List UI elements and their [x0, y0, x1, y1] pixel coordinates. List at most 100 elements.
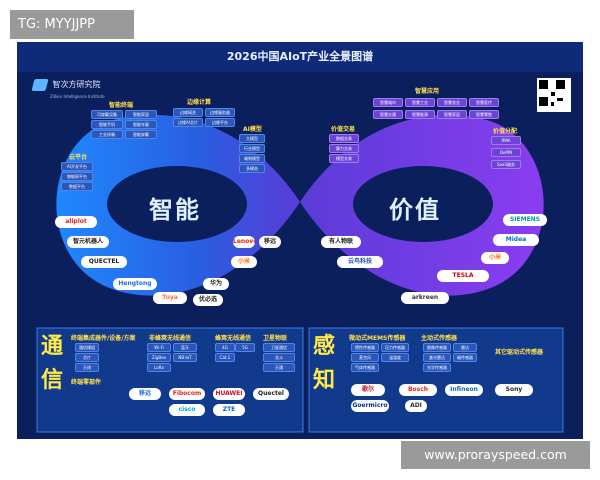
- chip: 通信模组: [75, 343, 99, 352]
- watermark-top: TG: MYYJJPP: [10, 10, 134, 39]
- chip: 智慧交通: [373, 110, 403, 119]
- brand-subtitle: Zillion Intelligence Institute: [50, 94, 105, 99]
- chip: 可穿戴设备: [91, 110, 123, 119]
- poster-title: 2026中国AIoT产业全景图谱: [226, 50, 374, 63]
- logo-badge: ADI: [405, 400, 427, 412]
- chip: 行业模型: [239, 144, 265, 153]
- chip: 智能车载: [125, 120, 157, 129]
- chip: RWA: [491, 136, 521, 145]
- qr-code-icon: [537, 78, 571, 112]
- chip: 芯片: [75, 353, 99, 362]
- chip: NB-IoT: [173, 353, 197, 362]
- chip: 麦克风: [351, 353, 379, 362]
- brand-logo: 智次方研究院 Zillion Intelligence Institute: [31, 78, 105, 99]
- sense-big-char-1: 感: [313, 334, 336, 359]
- chip: 4G: [215, 343, 235, 352]
- sense-big-char-2: 知: [313, 368, 336, 393]
- chip: 算力交易: [329, 144, 359, 153]
- logo-badge: Sony: [495, 384, 533, 396]
- chip: 5G: [235, 343, 255, 352]
- chip: 蓝牙: [173, 343, 197, 352]
- section-smart-apps: 智慧应用: [415, 88, 440, 95]
- chip: 智慧能源: [405, 110, 435, 119]
- section-other-sensor: 其它驱动式传感器: [495, 349, 544, 356]
- section-mems: 微动式MEMS传感器: [349, 335, 406, 342]
- logo-badge: TESLA: [437, 270, 489, 282]
- chip: 智慧工业: [405, 98, 435, 107]
- chip: 边缘网关: [173, 108, 203, 117]
- chip: 雷达: [453, 343, 477, 352]
- chip: 大模型: [239, 134, 265, 143]
- chip: 物联网平台: [61, 172, 93, 181]
- logo-badge: SIEMENS: [503, 214, 547, 226]
- logo-badge: Tuya: [153, 292, 187, 304]
- right-big-label: 价值: [389, 196, 441, 224]
- logo-badge: 小米: [481, 252, 509, 264]
- chip: 边缘平台: [205, 118, 235, 127]
- logo-badge: 优必选: [193, 294, 223, 306]
- logo-badge: Midea: [493, 234, 539, 246]
- section-value-trade: 价值交易: [331, 126, 356, 133]
- brand-mark-icon: [31, 78, 49, 91]
- chip: 端侧模型: [239, 154, 265, 163]
- chip: 智慧医疗: [469, 98, 499, 107]
- chip: Cat.1: [215, 353, 235, 362]
- chip: 工业终端: [91, 130, 123, 139]
- logo-badge: 智元机器人: [67, 236, 109, 248]
- chip: 天线: [75, 363, 99, 372]
- logo-badge: Quectel: [253, 388, 289, 400]
- chip: 数据交易: [329, 134, 359, 143]
- section-short-range: 非蜂窝无线通信: [149, 335, 192, 342]
- watermark-bottom: www.prorayspeed.com: [401, 441, 590, 469]
- chip: Wi-Fi: [147, 343, 171, 352]
- chip: 数据平台: [61, 182, 93, 191]
- comm-big-char-1: 通: [41, 334, 64, 359]
- chip: 智慧农业: [437, 98, 467, 107]
- chip: LoRa: [147, 363, 171, 372]
- logo-badge: QUECTEL: [81, 256, 127, 268]
- chip: ZigBee: [147, 353, 171, 362]
- chip: 激光雷达: [423, 353, 451, 362]
- logo-badge: cisco: [169, 404, 205, 416]
- logo-badge: 歌尔: [351, 384, 385, 396]
- logo-badge: Lenovo: [233, 236, 255, 248]
- logo-badge: aliplot: [55, 216, 97, 228]
- chip: 边缘服务器: [205, 108, 235, 117]
- section-terminal-module: 终端集成器件/设备/方案: [71, 335, 136, 342]
- comm-big-char-2: 信: [41, 368, 64, 393]
- chip: 智慧家居: [437, 110, 467, 119]
- section-parts: 终端零部件: [71, 379, 102, 386]
- chip: 气体传感器: [351, 363, 379, 372]
- logo-badge: 小米: [231, 256, 257, 268]
- section-edge-compute: 边缘计算: [187, 99, 212, 106]
- section-cloud-platform: 云平台: [69, 154, 88, 161]
- chip: 图像传感器: [423, 343, 451, 352]
- logo-badge: ZTE: [213, 404, 245, 416]
- section-cellular: 蜂窝无线通信: [215, 335, 252, 342]
- section-ai-model: AI模型: [243, 126, 262, 133]
- section-smart-terminal: 智能终端: [109, 102, 134, 109]
- logo-badge: Bosch: [399, 384, 437, 396]
- logo-badge: Goermicro: [351, 400, 389, 412]
- logo-badge: 移远: [259, 236, 281, 248]
- brand-name: 智次方研究院: [52, 80, 101, 89]
- chip: 边缘AI芯片: [173, 118, 203, 127]
- logo-badge: Hengtong: [113, 278, 157, 290]
- chip: 温湿度: [381, 353, 409, 362]
- logo-badge: Infineon: [445, 384, 483, 396]
- left-big-label: 智能: [149, 196, 201, 224]
- chip: 智能手机: [91, 120, 123, 129]
- chip: 惯性传感器: [351, 343, 379, 352]
- chip: 北斗: [263, 353, 295, 362]
- section-value-distribution: 价值分配: [493, 128, 518, 135]
- section-satellite: 卫星物联: [263, 335, 288, 342]
- chip: 智能穿戴: [125, 130, 157, 139]
- logo-badge: 移远: [129, 388, 161, 400]
- chip: AI开发平台: [61, 162, 93, 171]
- chip: 智慧零售: [469, 110, 499, 119]
- logo-badge: 华为: [203, 278, 229, 290]
- logo-badge: 有人物联: [321, 236, 361, 248]
- logo-badge: arkreen: [401, 292, 449, 304]
- logo-badge: 云鸟科技: [337, 256, 383, 268]
- chip: 压力传感器: [381, 343, 409, 352]
